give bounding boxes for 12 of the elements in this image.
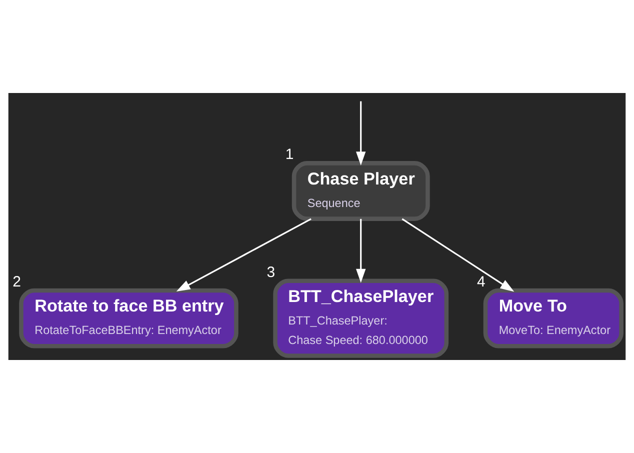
arrow <box>356 218 366 283</box>
arrow <box>176 218 312 292</box>
arrow <box>402 218 514 292</box>
arrow <box>356 101 366 166</box>
node-box: Rotate to face BB entry RotateToFaceBBEntry: EnemyActor <box>19 288 238 348</box>
node-label: 1 <box>285 146 294 164</box>
node-box: Chase Player Sequence <box>292 161 430 221</box>
node-label: 2 <box>12 273 21 290</box>
node-label: 3 <box>266 264 276 281</box>
node-label: 4 <box>477 273 486 290</box>
node-box: Move To MoveTo: EnemyActor <box>483 288 624 348</box>
node-box: BTT_ChasePlayer BTT_ChasePlayer: Chase Speed: 680.000000 <box>273 278 449 358</box>
